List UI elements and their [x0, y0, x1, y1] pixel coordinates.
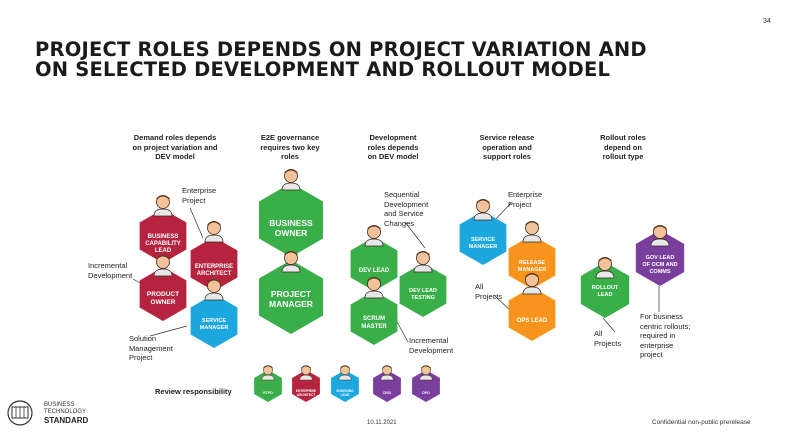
- logo-text-standard: STANDARD: [44, 416, 89, 425]
- column-header-service-release: Service release operation and support ro…: [479, 133, 535, 161]
- review-hex-ciso: CISO: [373, 364, 401, 402]
- ops-lead-label: OPS LEAD: [517, 318, 548, 324]
- annotation-incremental-development-2: Incremental Development: [409, 336, 454, 355]
- svg-text:CISO: CISO: [383, 391, 392, 395]
- logo-text-technology: TECHNOLOGY: [44, 409, 87, 415]
- svg-text:RTFO: RTFO: [263, 391, 273, 395]
- page-number: 34: [763, 18, 771, 25]
- annotation-business-centric: For business centric rollouts; required …: [640, 312, 691, 359]
- annotation-solution-management: Solution Management Project: [129, 334, 173, 362]
- annotation-enterprise-project-1: Enterprise Project: [182, 186, 217, 205]
- review-responsibility-label: Review responsibility: [155, 387, 232, 396]
- column-header-rollout: Rollout roles depend on rollout type: [600, 133, 646, 161]
- annotation-sequential-development: Sequential Development and Service Chang…: [384, 190, 429, 228]
- annotation-all-projects-2: All Projects: [594, 329, 622, 348]
- review-hex-rtfo: RTFO: [254, 364, 282, 402]
- hex-dev-lead: DEV LEAD: [350, 224, 398, 291]
- logo-text-business: BUSINESS: [44, 402, 75, 408]
- column-header-demand: Demand roles depends on project variatio…: [132, 133, 218, 161]
- annotation-enterprise-project-2: Enterprise Project: [508, 190, 543, 209]
- dev-lead-label: DEV LEAD: [359, 268, 390, 274]
- logo-mark: [7, 400, 33, 426]
- hex-ops-lead: OPS LEAD: [508, 272, 556, 341]
- footer-date: 10.11.2021: [367, 420, 397, 426]
- annotation-incremental-development-1: Incremental Development: [88, 261, 133, 280]
- annotation-all-projects-1: All Projects: [475, 282, 503, 301]
- review-hex-dpo: DPO: [412, 364, 440, 402]
- footer-confidential: Confidential non-public prerelease: [652, 419, 751, 426]
- svg-text:DPO: DPO: [422, 391, 430, 395]
- column-header-governance: E2E governance requires two key roles: [260, 133, 320, 161]
- slide-title: PROJECT ROLES DEPENDS ON PROJECT VARIATI…: [35, 38, 647, 81]
- column-header-development: Development roles depends on DEV model: [367, 133, 419, 161]
